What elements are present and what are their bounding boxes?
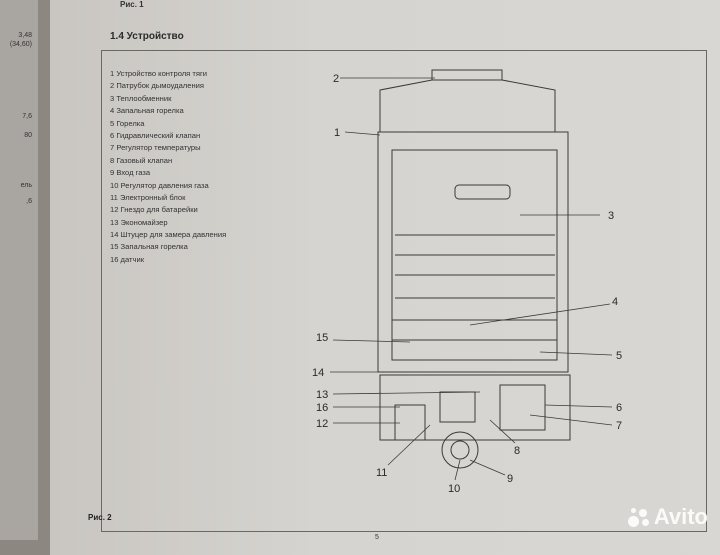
legend-item: 14 Штуцер для замера давления: [110, 230, 227, 240]
leader-lines: [330, 77, 613, 481]
figure-caption-top: Рис. 1: [120, 0, 144, 9]
legend-item: 10 Регулятор давления газа: [110, 180, 209, 190]
heater-diagram: 2 1 3 4 15 5 14 13 16 12 6 7 8 11 10 9: [312, 69, 622, 495]
callout-8: 8: [514, 445, 520, 457]
prev-cell: 3,48: [18, 32, 32, 39]
callout-2: 2: [333, 73, 339, 85]
figure-frame: [101, 50, 707, 532]
figure-caption: Рис. 2: [88, 513, 112, 522]
legend-item: 3 Теплообменник: [110, 93, 172, 103]
callout-12: 12: [316, 418, 328, 430]
callout-5: 5: [616, 350, 622, 362]
callout-numbers: 2 1 3 4 15 5 14 13 16 12 6 7 8 11 10 9: [312, 73, 622, 495]
legend-item: 6 Гидравлический клапан: [110, 130, 201, 140]
callout-1: 1: [334, 127, 340, 139]
callout-15: 15: [316, 332, 328, 344]
avito-watermark: Avito: [627, 504, 708, 530]
parts-legend: 1 Устройство контроля тяги 2 Патрубок дым…: [110, 68, 226, 266]
avito-text: Avito: [653, 504, 708, 529]
prev-cell: ель: [20, 182, 32, 189]
heater-outline: [377, 69, 571, 469]
callout-9: 9: [507, 473, 513, 485]
legend-item: 15 Запальная горелка: [110, 242, 188, 252]
legend-item: 4 Запальная горелка: [110, 106, 184, 116]
prev-cell: 7,6: [22, 113, 32, 120]
legend-item: 2 Патрубок дымоудаления: [110, 81, 204, 91]
page-number: 5: [375, 534, 379, 541]
legend-item: 8 Газовый клапан: [110, 155, 173, 165]
callout-6: 6: [616, 402, 622, 414]
callout-7: 7: [616, 420, 622, 432]
callout-16: 16: [316, 402, 328, 414]
section-title: 1.4 Устройство: [110, 31, 184, 42]
callout-11: 11: [376, 467, 387, 479]
prev-cell: ,6: [26, 198, 32, 205]
legend-item: 11 Электронный блок: [110, 192, 186, 202]
callout-10: 10: [448, 483, 460, 495]
legend-item: 1 Устройство контроля тяги: [110, 69, 208, 78]
legend-item: 12 Гнездо для батарейки: [110, 205, 198, 215]
callout-4: 4: [612, 296, 618, 308]
avito-logo-icon: [627, 506, 650, 528]
legend-item: 7 Регулятор температуры: [110, 143, 201, 153]
prev-cell: 80: [24, 132, 32, 139]
previous-page-edge: 3,48 (34,60) 7,6 80 ель ,6: [0, 0, 38, 540]
legend-item: 5 Горелка: [110, 118, 145, 128]
legend-item: 13 Экономайзер: [110, 217, 168, 227]
document-page: [50, 0, 720, 555]
legend-item: 9 Вход газа: [110, 168, 151, 178]
legend-item: 16 датчик: [110, 254, 145, 264]
callout-3: 3: [608, 210, 614, 222]
callout-14: 14: [312, 367, 324, 379]
callout-13: 13: [316, 389, 328, 401]
prev-cell: (34,60): [9, 41, 32, 48]
